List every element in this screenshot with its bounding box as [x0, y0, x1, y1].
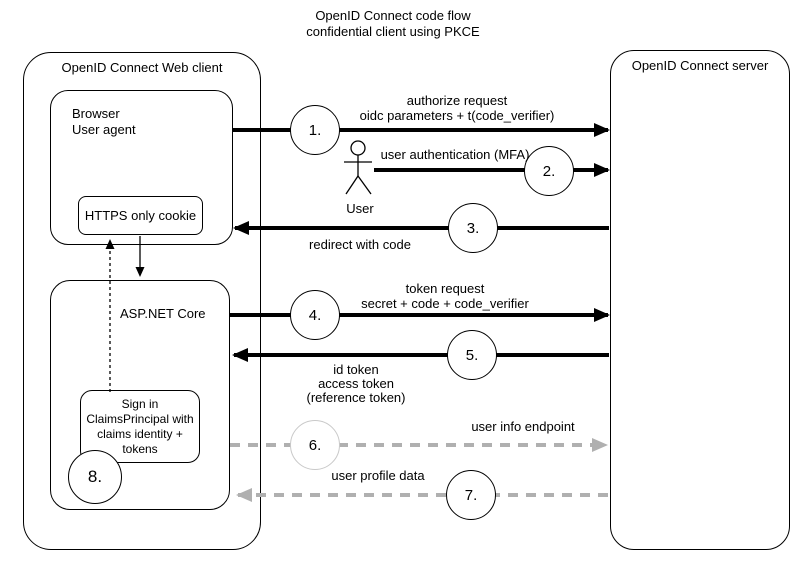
signin-line1: Sign in	[121, 396, 159, 411]
step-circle-3-label: 3.	[466, 219, 480, 237]
label-authorize-request-line1: authorize request	[406, 93, 508, 108]
label-token-request: token request secret + code + code_verif…	[295, 281, 595, 311]
client-box-label: OpenID Connect Web client	[61, 60, 223, 75]
signin-line2: ClaimsPrincipal with	[86, 411, 194, 426]
browser-label-line1: Browser	[72, 106, 120, 121]
label-tokens-response-line3: (reference token)	[306, 390, 406, 405]
step-circle-8: 8.	[68, 450, 122, 504]
step-circle-7-label: 7.	[464, 486, 478, 504]
step-circle-4-label: 4.	[308, 306, 322, 324]
label-tokens-response: id token access token (reference token)	[256, 363, 456, 405]
server-box-label: OpenID Connect server	[631, 58, 769, 73]
step-circle-6: 6.	[290, 420, 340, 470]
https-cookie-label: HTTPS only cookie	[84, 208, 197, 223]
diagram-title: OpenID Connect code flow confidential cl…	[273, 8, 513, 40]
step-circle-4: 4.	[290, 290, 340, 340]
step-circle-7: 7.	[446, 470, 496, 520]
signin-box: Sign in ClaimsPrincipal with claims iden…	[80, 390, 200, 463]
label-user-profile-data: user profile data	[331, 468, 425, 483]
label-token-request-line2: secret + code + code_verifier	[361, 296, 529, 311]
step-circle-3: 3.	[448, 203, 498, 253]
label-redirect-with-code: redirect with code	[309, 237, 411, 252]
step-circle-1-label: 1.	[308, 121, 322, 139]
label-token-request-line1: token request	[405, 281, 485, 296]
browser-box-label: Browser User agent	[72, 106, 136, 138]
https-cookie-box: HTTPS only cookie	[78, 196, 203, 235]
label-user-info-endpoint: user info endpoint	[471, 419, 575, 434]
label-tokens-response-line1: id token	[333, 362, 379, 377]
diagram-title-line2: confidential client using PKCE	[306, 24, 480, 39]
step-circle-2-label: 2.	[542, 162, 556, 180]
browser-label-line2: User agent	[72, 122, 136, 137]
aspnet-core-label: ASP.NET Core	[120, 306, 206, 321]
label-user-actor: User	[346, 201, 374, 216]
server-container-box: OpenID Connect server	[610, 50, 790, 550]
step-circle-6-label: 6.	[308, 436, 322, 454]
step-circle-1: 1.	[290, 105, 340, 155]
step-circle-5-label: 5.	[465, 346, 479, 364]
signin-line4: tokens	[122, 441, 158, 456]
label-authorize-request-line2: oidc parameters + t(code_verifier)	[359, 108, 555, 123]
step-circle-5: 5.	[447, 330, 497, 380]
signin-line3: claims identity +	[97, 426, 183, 441]
step-circle-8-label: 8.	[87, 467, 103, 486]
label-authorize-request: authorize request oidc parameters + t(co…	[307, 93, 607, 123]
step-circle-2: 2.	[524, 146, 574, 196]
label-user-authentication: user authentication (MFA)	[380, 147, 530, 162]
label-tokens-response-line2: access token	[318, 376, 394, 391]
user-actor-icon	[344, 140, 372, 195]
diagram-title-line1: OpenID Connect code flow	[315, 8, 471, 23]
